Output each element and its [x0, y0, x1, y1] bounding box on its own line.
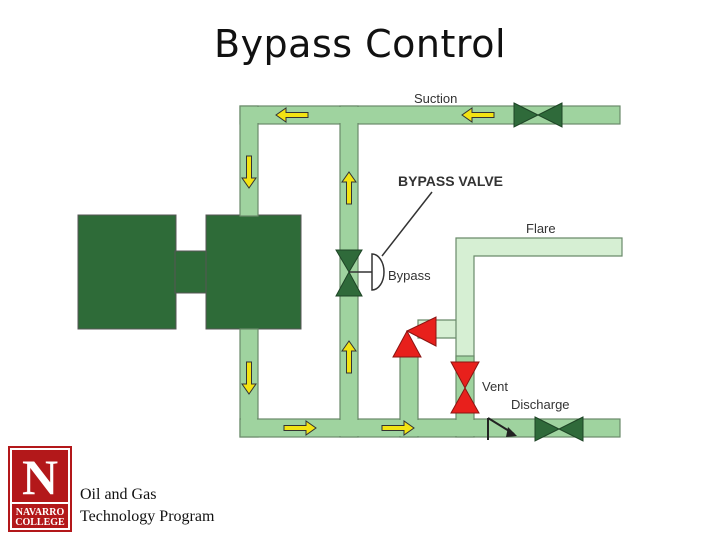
- bypass-valve-pointer: [381, 191, 433, 257]
- program-footer: Oil and Gas Technology Program: [80, 484, 214, 528]
- vent-label: Vent: [482, 379, 508, 394]
- slide-title: Bypass Control: [214, 22, 506, 66]
- footer-line-2: Technology Program: [80, 508, 215, 525]
- bypass-valve-label: BYPASS VALVE: [398, 173, 503, 189]
- flare-label: Flare: [526, 221, 556, 236]
- discharge-valve-icon: [534, 416, 584, 442]
- check-valve-icon: [487, 417, 517, 440]
- logo-line-college: COLLEGE: [15, 517, 65, 528]
- compressor-block: [205, 214, 302, 330]
- footer-line-1: Oil and Gas: [80, 486, 157, 503]
- coupling-block: [174, 250, 208, 294]
- vent-valve-icon: [450, 361, 480, 414]
- bypass-control-valve-icon: [335, 249, 385, 297]
- flare-pipe: [417, 237, 623, 366]
- discharge-label: Discharge: [511, 397, 570, 412]
- suction-label: Suction: [414, 91, 457, 106]
- logo-letter: N: [22, 449, 58, 505]
- driver-block: [77, 214, 177, 330]
- flare-relief-valve-icon: [392, 316, 437, 358]
- bypass-label: Bypass: [388, 268, 431, 283]
- logo-line-navarro: NAVARRO: [16, 507, 65, 518]
- suction-valve-icon: [513, 102, 563, 128]
- navarro-college-logo: N NAVARRO COLLEGE: [8, 446, 72, 532]
